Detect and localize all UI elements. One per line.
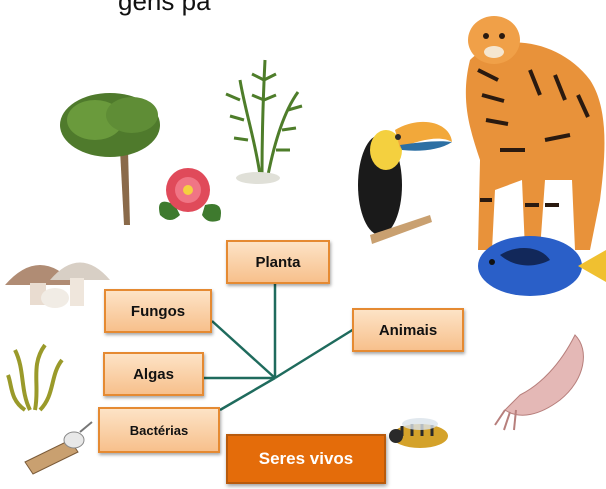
node-planta: Planta bbox=[226, 240, 330, 284]
mushroom-illustration bbox=[5, 263, 110, 309]
line-bacterias bbox=[220, 378, 275, 410]
node-algas-label: Algas bbox=[133, 366, 174, 383]
root-node-seres-vivos: Seres vivos bbox=[226, 434, 386, 484]
wasp-illustration bbox=[389, 418, 448, 448]
node-algas: Algas bbox=[103, 352, 204, 396]
node-fungos: Fungos bbox=[104, 289, 212, 333]
connector-lines bbox=[204, 284, 354, 410]
toucan-illustration bbox=[358, 122, 452, 244]
squid-illustration bbox=[495, 335, 583, 430]
node-bacterias-label: Bactérias bbox=[130, 423, 189, 438]
tiger-illustration bbox=[466, 16, 605, 250]
line-animais bbox=[275, 329, 354, 378]
node-bacterias: Bactérias bbox=[98, 407, 220, 453]
bacteria-illustration bbox=[25, 422, 92, 474]
node-animais: Animais bbox=[352, 308, 464, 352]
line-fungos bbox=[212, 321, 275, 378]
fern-illustration bbox=[226, 60, 302, 184]
root-node-label: Seres vivos bbox=[259, 449, 354, 469]
node-animais-label: Animais bbox=[379, 322, 437, 339]
node-fungos-label: Fungos bbox=[131, 303, 185, 320]
flower-illustration bbox=[159, 168, 221, 222]
seaweed-illustration bbox=[8, 345, 62, 410]
tree-illustration bbox=[60, 93, 160, 225]
node-planta-label: Planta bbox=[255, 254, 300, 271]
